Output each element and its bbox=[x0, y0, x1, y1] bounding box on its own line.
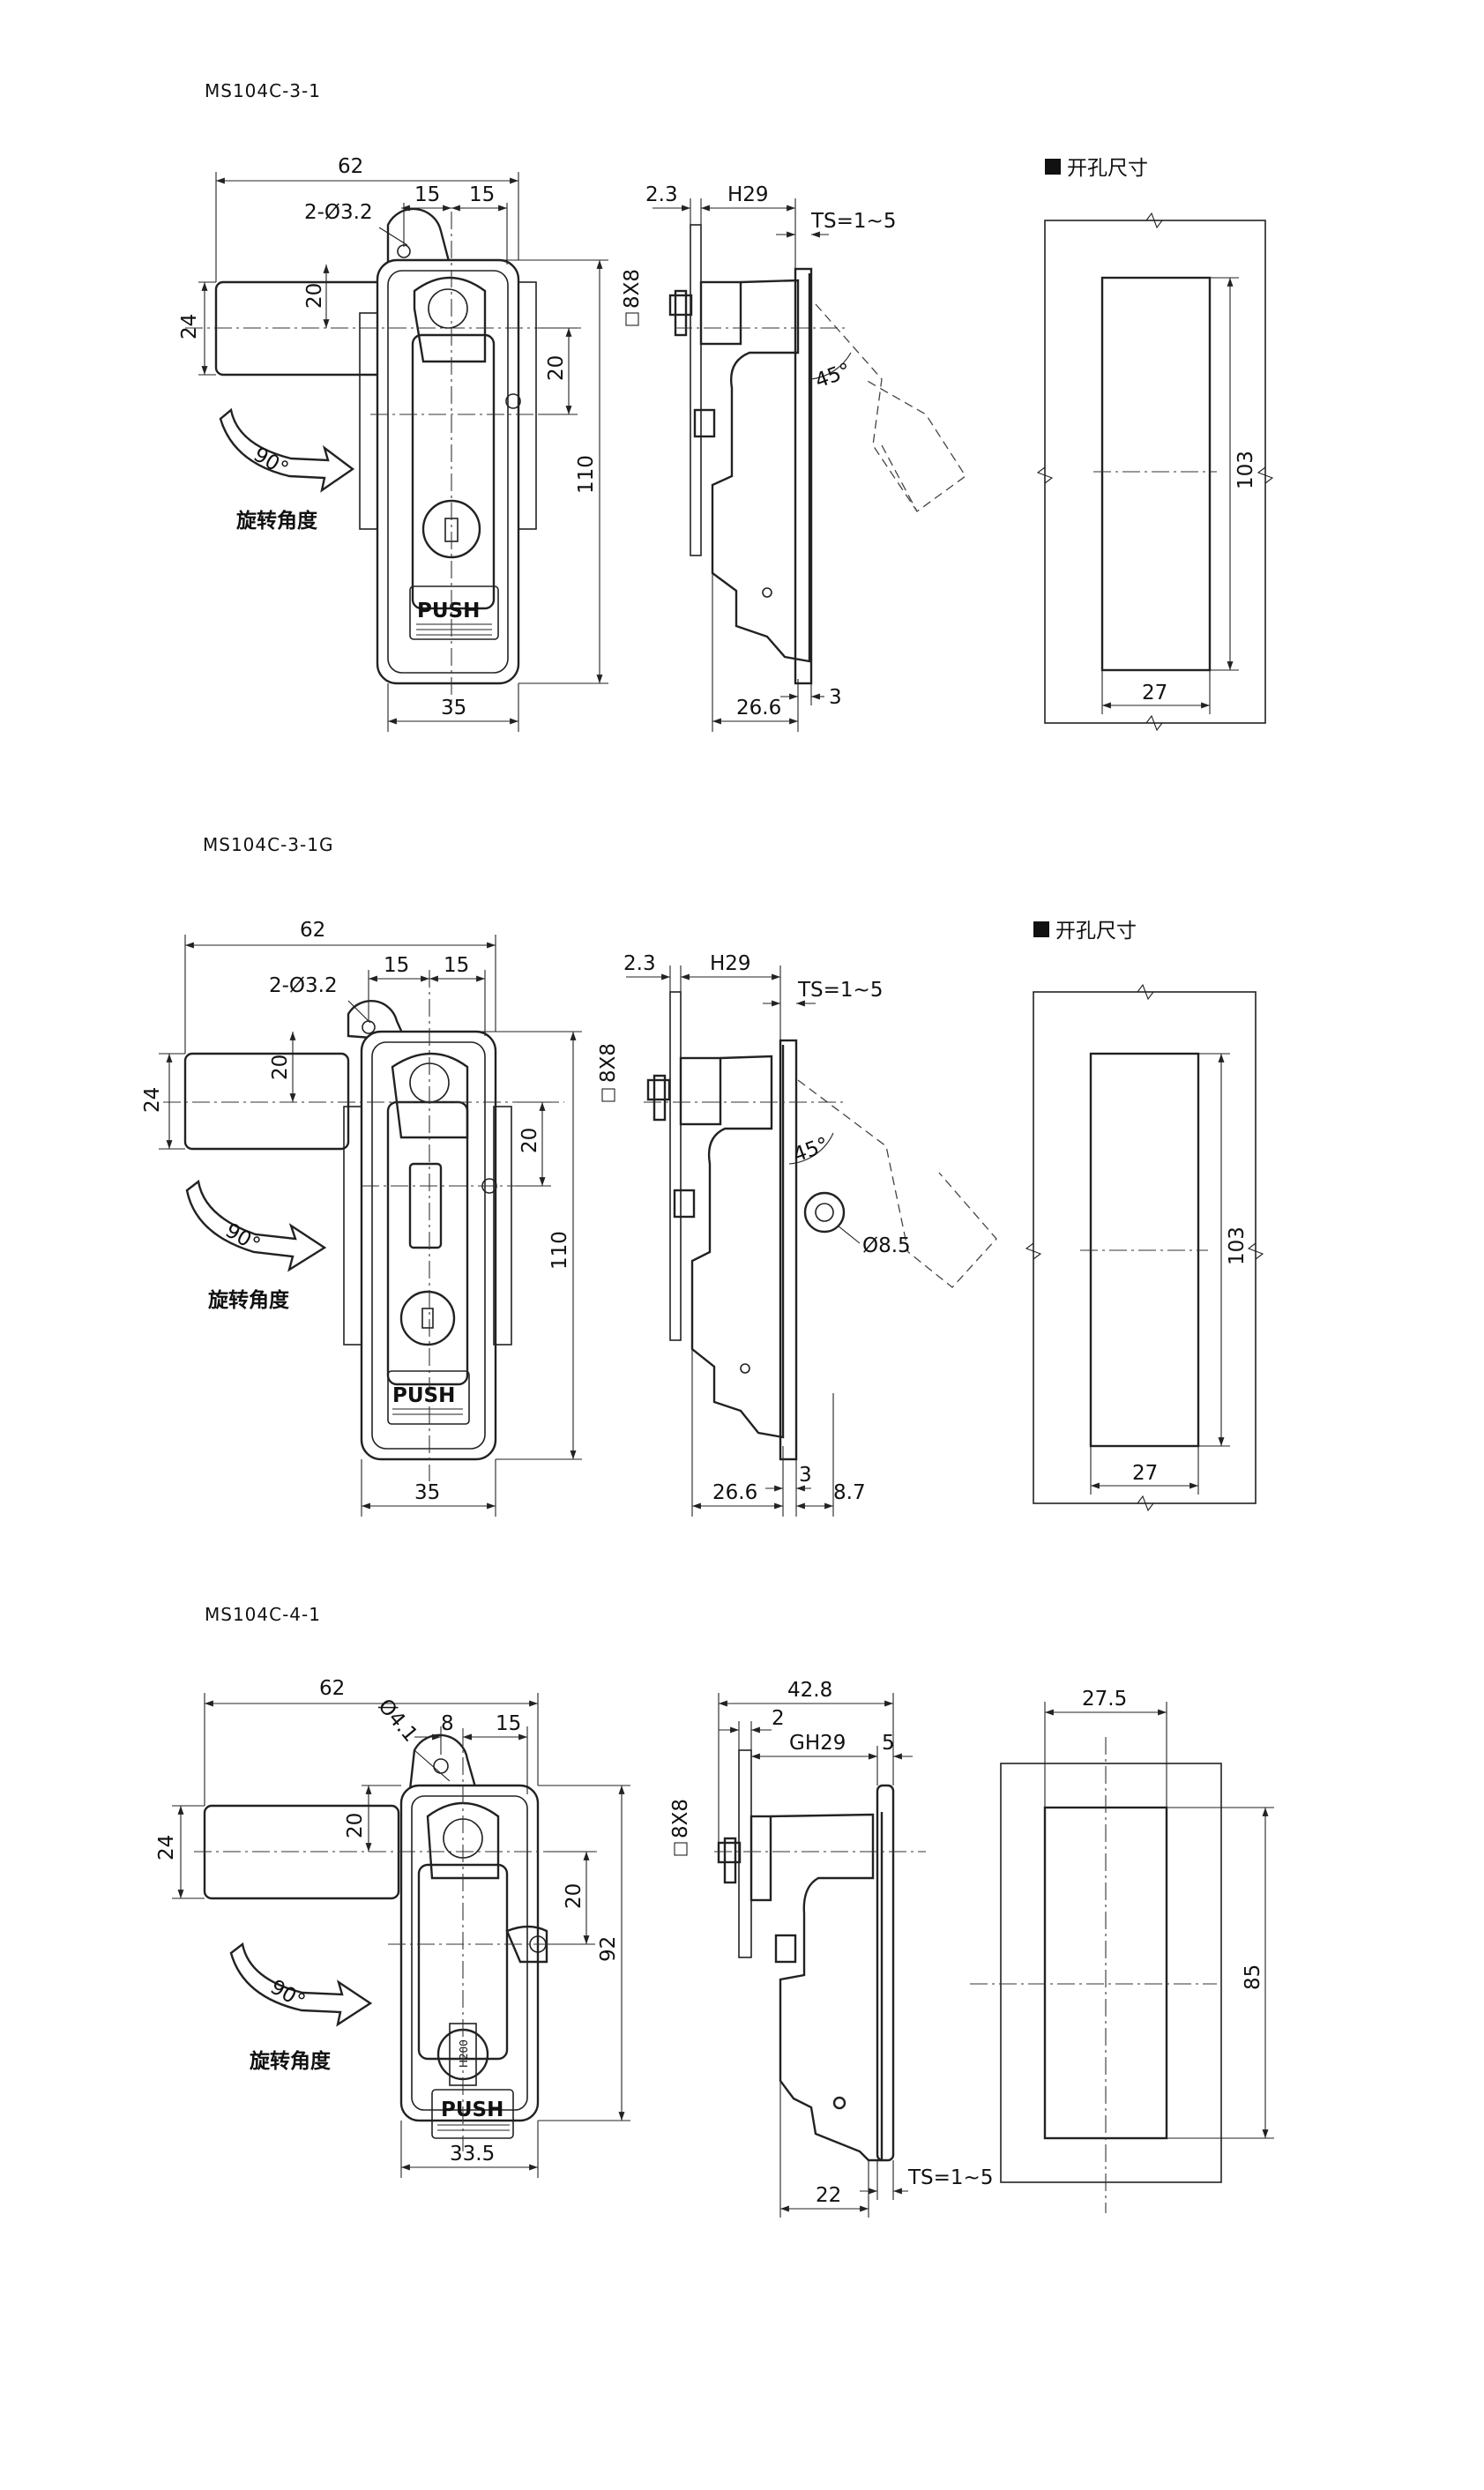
lever bbox=[411, 333, 496, 610]
dim-20b: 20 bbox=[518, 1128, 541, 1153]
cutout-view: 开孔尺寸 103 27 bbox=[1036, 157, 1274, 732]
dim-35: 35 bbox=[414, 1481, 440, 1504]
dim-15b: 15 bbox=[469, 183, 495, 206]
dim-15a: 15 bbox=[384, 954, 409, 977]
dim-110: 110 bbox=[575, 455, 598, 494]
side-view: 2.3 H29 TS=1~5 8X8 45° 26.6 3 bbox=[621, 183, 966, 732]
cutout-square-icon bbox=[1045, 159, 1061, 175]
push-label: PUSH bbox=[441, 2099, 503, 2121]
rotation-label: 旋转角度 bbox=[250, 2049, 332, 2073]
dim-20a: 20 bbox=[269, 1055, 292, 1080]
dim-20b: 20 bbox=[563, 1883, 585, 1909]
side-view: 2.3 H29 TS=1~5 8X8 45° Ø8.5 26.6 3 8.7 bbox=[597, 952, 997, 1517]
cutout-title: 开孔尺寸 bbox=[1055, 920, 1137, 943]
handle-bar bbox=[183, 1052, 350, 1151]
dim-ts: TS=1~5 bbox=[907, 2166, 993, 2189]
rotation-label: 旋转角度 bbox=[236, 509, 318, 533]
key-cylinder bbox=[399, 1290, 456, 1346]
side-view: 42.8 2 GH29 5 8X8 22 bbox=[669, 1679, 993, 2218]
dim-h29: H29 bbox=[727, 183, 769, 206]
model-title: MS104C-4-1 bbox=[205, 1604, 321, 1625]
panel-outline bbox=[1000, 1763, 1222, 2183]
dim-27-5: 27.5 bbox=[1082, 1688, 1127, 1711]
dim-62: 62 bbox=[319, 1677, 345, 1700]
mount-ear bbox=[386, 207, 451, 266]
rotation-arrow bbox=[229, 1942, 373, 2027]
front-view: PUSH 62 15 15 2-Ø3.2 bbox=[178, 155, 608, 732]
cutout-rect bbox=[1100, 276, 1212, 672]
dim-33-5: 33.5 bbox=[450, 2143, 495, 2166]
dim-27: 27 bbox=[1142, 682, 1167, 705]
key-code: H200 bbox=[458, 2039, 470, 2068]
cutout-title: 开孔尺寸 bbox=[1067, 157, 1148, 180]
rotation-arrow bbox=[185, 1179, 327, 1272]
dim-3: 3 bbox=[799, 1464, 812, 1487]
front-view: H200 PUSH 62 Ø4.1 8 15 bbox=[155, 1677, 630, 2178]
dim-2: 2 bbox=[772, 1707, 785, 1730]
model-title: MS104C-3-1G bbox=[203, 834, 333, 855]
dim-24: 24 bbox=[178, 314, 201, 339]
cutout-view: 开孔尺寸 103 27 bbox=[1025, 920, 1264, 1512]
dim-62: 62 bbox=[338, 155, 363, 178]
cutout-square-icon bbox=[1033, 921, 1049, 937]
lock-body bbox=[399, 1784, 540, 2122]
mount-ear bbox=[408, 1733, 478, 1792]
dim-hole: 2-Ø3.2 bbox=[269, 974, 338, 997]
dim-20a: 20 bbox=[344, 1813, 367, 1838]
dim-8x8: 8X8 bbox=[597, 1043, 620, 1083]
dim-8-7: 8.7 bbox=[833, 1481, 866, 1504]
dim-15: 15 bbox=[496, 1712, 521, 1735]
dim-2-3: 2.3 bbox=[623, 952, 656, 975]
dim-27: 27 bbox=[1132, 1462, 1158, 1485]
dim-hole: 2-Ø3.2 bbox=[304, 201, 373, 224]
padlock-hole bbox=[803, 1191, 846, 1234]
model-title: MS104C-3-1 bbox=[205, 80, 321, 101]
dim-20b: 20 bbox=[545, 355, 568, 381]
dim-ts: TS=1~5 bbox=[797, 979, 883, 1002]
dim-8x8: 8X8 bbox=[669, 1799, 692, 1838]
dim-8x8: 8X8 bbox=[621, 269, 644, 309]
dim-103: 103 bbox=[1226, 1226, 1249, 1265]
dim-ts: TS=1~5 bbox=[810, 210, 896, 233]
dim-15b: 15 bbox=[444, 954, 469, 977]
section-ms104c-3-1: MS104C-3-1 PUSH bbox=[178, 80, 1274, 732]
front-view: PUSH 62 15 15 2-Ø3.2 24 bbox=[141, 919, 582, 1517]
dim-103: 103 bbox=[1234, 451, 1257, 489]
dim-15a: 15 bbox=[414, 183, 440, 206]
dim-2-3: 2.3 bbox=[645, 183, 678, 206]
dim-3: 3 bbox=[829, 686, 842, 709]
cutout-view: 27.5 85 bbox=[970, 1688, 1274, 2213]
dim-5: 5 bbox=[882, 1732, 895, 1755]
push-label: PUSH bbox=[417, 600, 480, 622]
push-label: PUSH bbox=[392, 1384, 455, 1407]
dim-20a: 20 bbox=[303, 283, 326, 309]
panel-outline bbox=[1044, 220, 1266, 724]
dim-gh29: GH29 bbox=[789, 1732, 846, 1755]
section-ms104c-4-1: MS104C-4-1 H200 PUSH 6 bbox=[155, 1604, 1274, 2218]
dim-35: 35 bbox=[441, 697, 466, 719]
dim-22: 22 bbox=[816, 2184, 841, 2207]
dim-24: 24 bbox=[155, 1835, 178, 1860]
dim-62: 62 bbox=[300, 919, 325, 942]
dim-h29: H29 bbox=[710, 952, 751, 975]
rotation-arrow bbox=[219, 407, 355, 493]
dim-8: 8 bbox=[441, 1712, 454, 1735]
rotation-label: 旋转角度 bbox=[208, 1288, 290, 1312]
dim-26-6: 26.6 bbox=[736, 697, 781, 719]
dim-42-8: 42.8 bbox=[787, 1679, 832, 1702]
dim-phi-8-5: Ø8.5 bbox=[862, 1234, 911, 1257]
panel-outline bbox=[1033, 991, 1257, 1504]
dim-45: 45° bbox=[812, 359, 854, 392]
dim-92: 92 bbox=[597, 1936, 620, 1962]
dim-26-6: 26.6 bbox=[712, 1481, 757, 1504]
dim-110: 110 bbox=[548, 1231, 571, 1270]
key-cylinder bbox=[421, 499, 481, 559]
dim-24: 24 bbox=[141, 1087, 164, 1113]
section-ms104c-3-1g: MS104C-3-1G PUSH bbox=[141, 834, 1264, 1517]
dim-hole: Ø4.1 bbox=[373, 1695, 421, 1747]
dim-85: 85 bbox=[1242, 1964, 1264, 1990]
